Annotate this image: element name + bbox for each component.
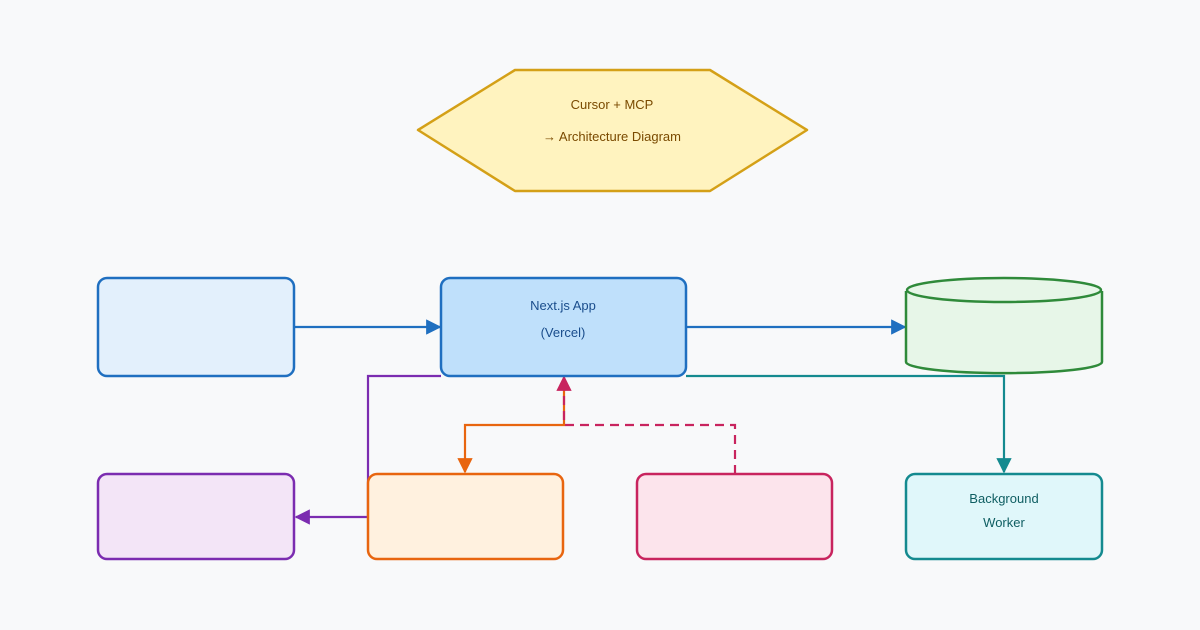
title-line-2: → Architecture Diagram [543,129,681,144]
edge-app-to-purple-service [294,374,441,525]
nextjs-app-line-2: (Vercel) [541,325,586,340]
edges [294,319,1012,525]
edge-app-to-background-worker [686,374,1012,474]
background-worker-line-2: Worker [983,515,1025,530]
edge-app-to-orange-service [457,376,566,474]
title-node[interactable]: Cursor + MCP → Architecture Diagram [416,68,809,193]
purple-service-node[interactable] [96,472,296,561]
client-node[interactable] [96,276,296,378]
background-worker-node[interactable]: Background Worker [904,472,1104,561]
orange-service-node[interactable] [366,472,565,561]
database-node[interactable] [904,276,1104,375]
edge-pink-service-to-app [556,375,737,474]
nextjs-app-node[interactable]: Next.js App (Vercel) [439,276,688,378]
nextjs-app-line-1: Next.js App [530,298,596,313]
title-line-1: Cursor + MCP [571,97,654,112]
pink-service-node[interactable] [635,472,834,561]
background-worker-line-1: Background [969,491,1038,506]
